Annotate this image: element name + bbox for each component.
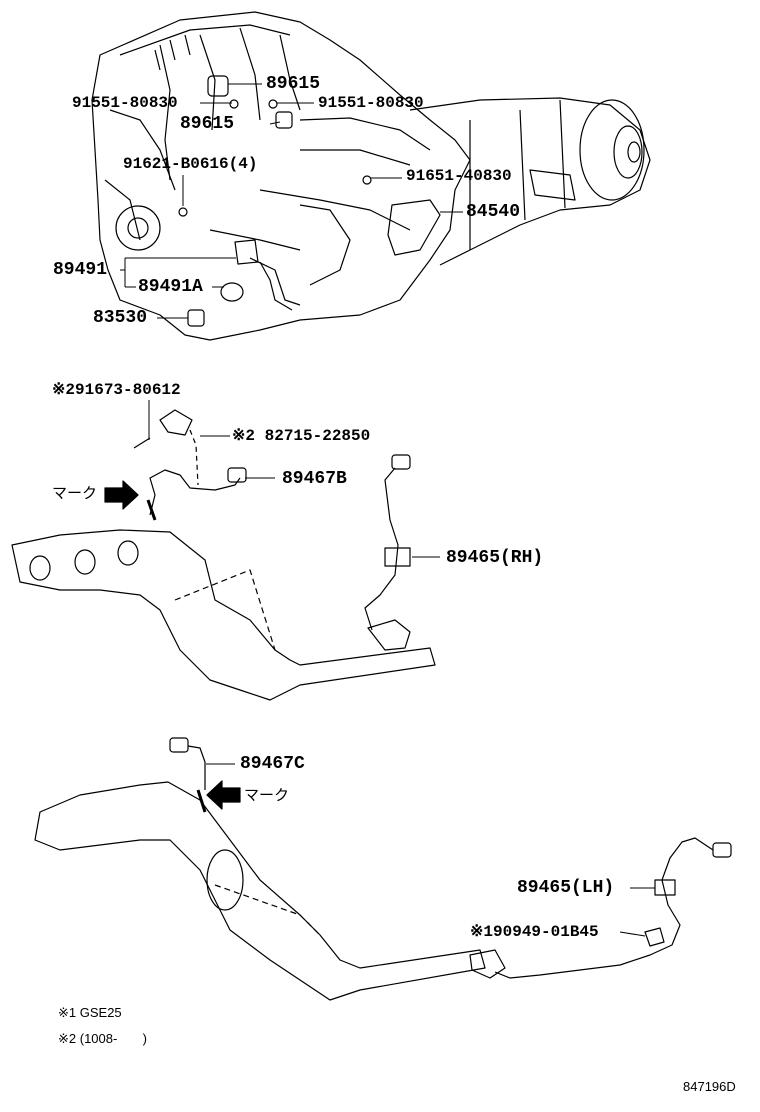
part-89491a-label[interactable]: 89491A xyxy=(138,277,203,297)
part-84540-label[interactable]: 84540 xyxy=(466,202,521,222)
part-83530-label[interactable]: 83530 xyxy=(93,308,148,328)
part-91673-80612-label[interactable]: ※291673-80612 xyxy=(52,381,181,399)
part-91551-80830-left-label[interactable]: 91551-80830 xyxy=(72,94,178,112)
part-91621-b0616-label[interactable]: 91621-B0616(4) xyxy=(123,155,258,173)
mark-label-upper: マーク xyxy=(52,484,98,502)
part-91651-40830-label[interactable]: 91651-40830 xyxy=(406,167,512,185)
figure-code: 847196D xyxy=(683,1079,736,1094)
part-89465-lh-label[interactable]: 89465(LH) xyxy=(517,878,615,898)
engine-transmission-illustration xyxy=(91,11,651,341)
part-89491-label[interactable]: 89491 xyxy=(53,260,108,280)
footnote-1: ※1 GSE25 xyxy=(58,1005,122,1020)
footnote-2: ※2 (1008- ) xyxy=(58,1031,147,1046)
mark-label-lower: マーク xyxy=(244,786,290,804)
part-89615-top-label[interactable]: 89615 xyxy=(266,74,321,94)
part-89467b-label[interactable]: 89467B xyxy=(282,469,347,489)
part-89615-mid-label[interactable]: 89615 xyxy=(180,114,235,134)
exhaust-manifold-lh-illustration xyxy=(34,737,732,1001)
part-89467c-label[interactable]: 89467C xyxy=(240,754,305,774)
part-89465-rh-label[interactable]: 89465(RH) xyxy=(446,548,544,568)
part-90949-01b45-label[interactable]: ※190949-01B45 xyxy=(470,923,599,941)
part-91551-80830-right-label[interactable]: 91551-80830 xyxy=(318,94,424,112)
leader-lines xyxy=(120,83,655,937)
exhaust-manifold-rh-illustration xyxy=(11,409,436,701)
part-82715-22850-label[interactable]: ※2 82715-22850 xyxy=(232,427,371,445)
